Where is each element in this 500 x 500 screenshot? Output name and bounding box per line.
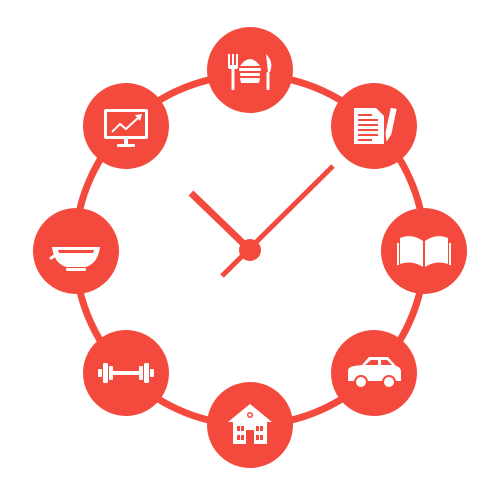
document-icon bbox=[354, 107, 397, 144]
car-icon bbox=[348, 357, 401, 389]
presentation-item bbox=[83, 83, 169, 169]
car-item bbox=[331, 330, 417, 416]
dumbbell-item bbox=[83, 330, 169, 416]
food-item bbox=[207, 27, 293, 113]
bowl-icon bbox=[49, 246, 100, 271]
bowl-item bbox=[33, 208, 119, 294]
house-item bbox=[207, 382, 293, 468]
document-item bbox=[331, 83, 417, 169]
minute-hand bbox=[220, 164, 335, 278]
food-icon bbox=[228, 54, 272, 90]
hour-hand bbox=[188, 190, 253, 253]
clock-center-pin bbox=[239, 239, 261, 261]
presentation-chart-icon bbox=[104, 109, 148, 147]
dumbbell-icon bbox=[98, 363, 154, 383]
book-circle bbox=[381, 208, 467, 294]
book-item bbox=[381, 208, 467, 294]
house-icon bbox=[228, 404, 272, 444]
book-icon bbox=[397, 236, 451, 267]
